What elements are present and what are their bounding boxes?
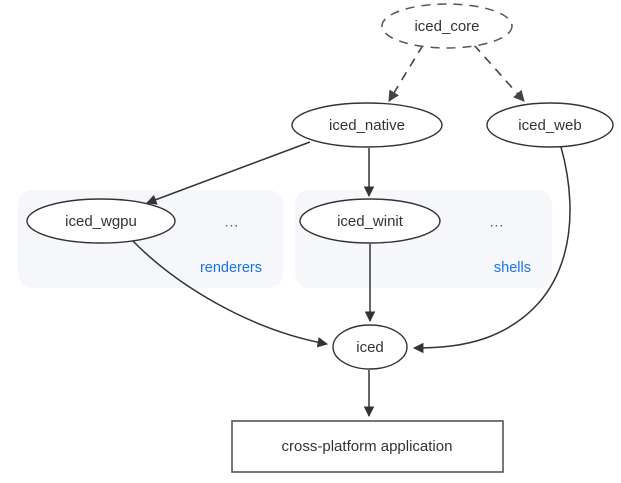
node-iced-core-shape[interactable]: [381, 3, 513, 49]
node-iced-native-shape[interactable]: [291, 102, 443, 148]
edge-iced-wgpu-to-iced: [129, 237, 329, 348]
node-iced-label: iced: [356, 339, 384, 356]
node-application-shape[interactable]: [231, 420, 504, 473]
node-iced-shape[interactable]: [332, 324, 408, 370]
edge-iced-web-to-iced: [412, 146, 571, 354]
node-iced-winit[interactable]: iced_winit: [299, 198, 441, 244]
node-iced-winit-shape[interactable]: [299, 198, 441, 244]
edges-layer: [129, 44, 571, 418]
shells-more-ellipsis-icon: ...: [490, 214, 505, 230]
renderers-more-ellipsis-icon: ...: [225, 214, 240, 230]
node-iced-wgpu[interactable]: iced_wgpu: [26, 198, 176, 244]
node-iced-native[interactable]: iced_native: [291, 102, 443, 148]
group-renderers-label: renderers: [200, 260, 262, 276]
edge-iced-core-to-iced-web: [473, 44, 525, 102]
node-iced-core-label: iced_core: [414, 18, 479, 35]
node-iced-native-label: iced_native: [329, 117, 405, 134]
node-application[interactable]: cross-platform application: [231, 420, 504, 473]
edge-iced-core-to-iced-native: [388, 44, 424, 102]
group-shells-label: shells: [494, 260, 531, 276]
node-iced-wgpu-shape[interactable]: [26, 198, 176, 244]
node-iced-wgpu-label: iced_wgpu: [65, 213, 137, 230]
edge-iced-native-to-iced-wgpu: [146, 141, 311, 205]
node-iced[interactable]: iced: [332, 324, 408, 370]
node-iced-web-label: iced_web: [518, 117, 581, 134]
node-iced-web-shape[interactable]: [486, 102, 614, 148]
node-iced-web[interactable]: iced_web: [486, 102, 614, 148]
node-iced-core[interactable]: iced_core: [381, 3, 513, 49]
node-application-label: cross-platform application: [282, 438, 453, 455]
node-iced-winit-label: iced_winit: [337, 213, 404, 230]
